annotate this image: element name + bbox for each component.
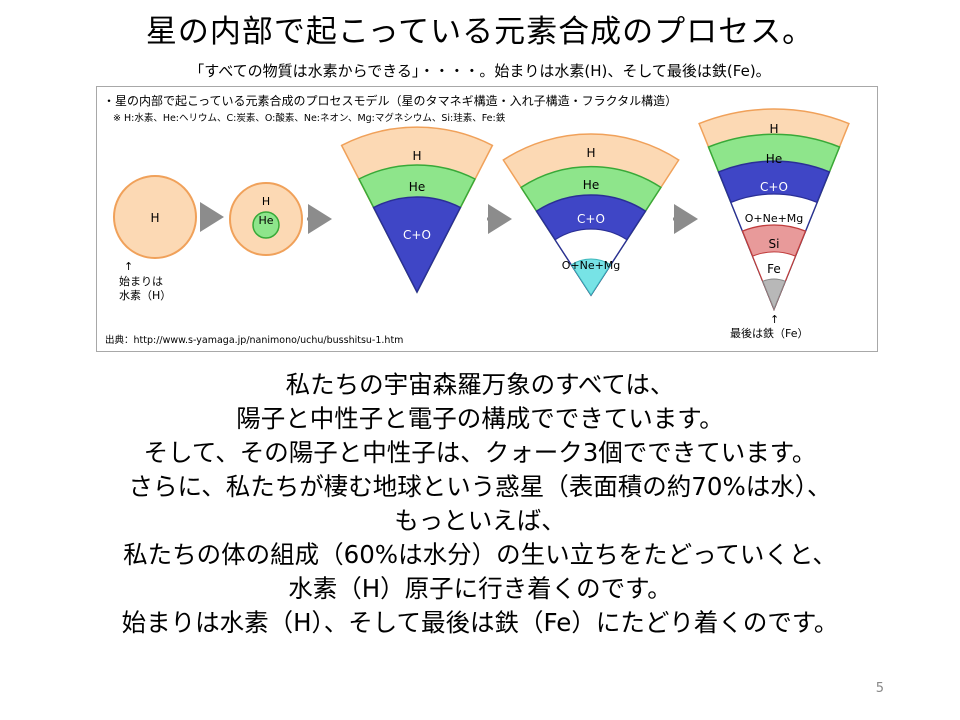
slide-title: 星の内部で起こっている元素合成のプロセス。: [145, 14, 815, 50]
body-line-1: 私たちの宇宙森羅万象のすべては、: [285, 370, 675, 399]
stage5-iron-core: [762, 278, 786, 311]
stage4-he-label: He: [583, 178, 599, 192]
diagram-canvas: ・星の内部で起こっている元素合成のプロセスモデル（星のタマネギ構造・入れ子構造・…: [103, 93, 850, 346]
stage5-co-label: C+O: [760, 180, 788, 194]
body-line-7: 水素（H）原子に行き着くのです。: [288, 574, 672, 603]
body-line-4: さらに、私たちが棲む地球という惑星（表面積の約70%は水）、: [128, 472, 832, 501]
stage1-hydrogen-sphere: [113, 175, 197, 259]
stage4-onemg-label: O+Ne+Mg: [562, 259, 621, 272]
body-line-6: 私たちの体の組成（60%は水分）の生い立ちをたどっていくと、: [123, 540, 837, 569]
stage2-helium-core: [252, 211, 280, 239]
element-legend: ※ H:水素、He:ヘリウム、C:炭素、O:酸素、Ne:ネオン、Mg:マグネシウ…: [113, 112, 506, 124]
end-note-text: 最後は鉄（Fe）: [730, 326, 809, 340]
body-line-3: そして、その陽子と中性子は、クォーク3個でできています。: [143, 438, 817, 467]
stage3-h-label: H: [412, 149, 421, 163]
slide-subtitle: 「すべての物質は水素からできる」・・・・。始まりは水素(H)、そして最後は鉄(F…: [189, 62, 771, 80]
body-line-8: 始まりは水素（H）、そして最後は鉄（Fe）にたどり着くのです。: [121, 608, 839, 637]
diagram-heading: ・星の内部で起こっている元素合成のプロセスモデル（星のタマネギ構造・入れ子構造・…: [103, 93, 677, 108]
stage3-he-label: He: [409, 180, 425, 194]
stage1-h-label: H: [150, 211, 159, 225]
nucleosynthesis-diagram: ・星の内部で起こっている元素合成のプロセスモデル（星のタマネギ構造・入れ子構造・…: [96, 86, 878, 352]
stage5-onemg-label: O+Ne+Mg: [745, 212, 804, 225]
source-citation: 出典：http://www.s-yamaga.jp/nanimono/uchu/…: [105, 334, 403, 346]
stage4-co-label: C+O: [577, 212, 605, 226]
stage3-carbon-oxygen-core: [372, 196, 462, 294]
page-number: 5: [875, 681, 884, 696]
body-text: 私たちの宇宙森羅万象のすべては、 陽子と中性子と電子の構成でできています。 そし…: [20, 368, 940, 640]
stage5-fe-label: Fe: [767, 262, 781, 276]
stage2-he-label: He: [258, 214, 273, 227]
stage2-h-label: H: [262, 195, 270, 208]
body-line-5: もっといえば、: [394, 506, 566, 535]
end-note-arrow: ↑: [770, 313, 779, 326]
body-line-2: 陽子と中性子と電子の構成でできています。: [236, 404, 724, 433]
stage4-h-label: H: [586, 146, 595, 160]
start-note-line2: 水素（H）: [119, 289, 171, 302]
stage5-he-label: He: [766, 152, 782, 166]
stage5-si-label: Si: [769, 237, 780, 251]
start-note-line1: 始まりは: [119, 274, 163, 288]
stage3-co-label: C+O: [403, 228, 431, 242]
stage4-core: [570, 258, 612, 296]
stage5-h-label: H: [769, 122, 778, 136]
start-note-arrow: ↑: [124, 260, 133, 273]
